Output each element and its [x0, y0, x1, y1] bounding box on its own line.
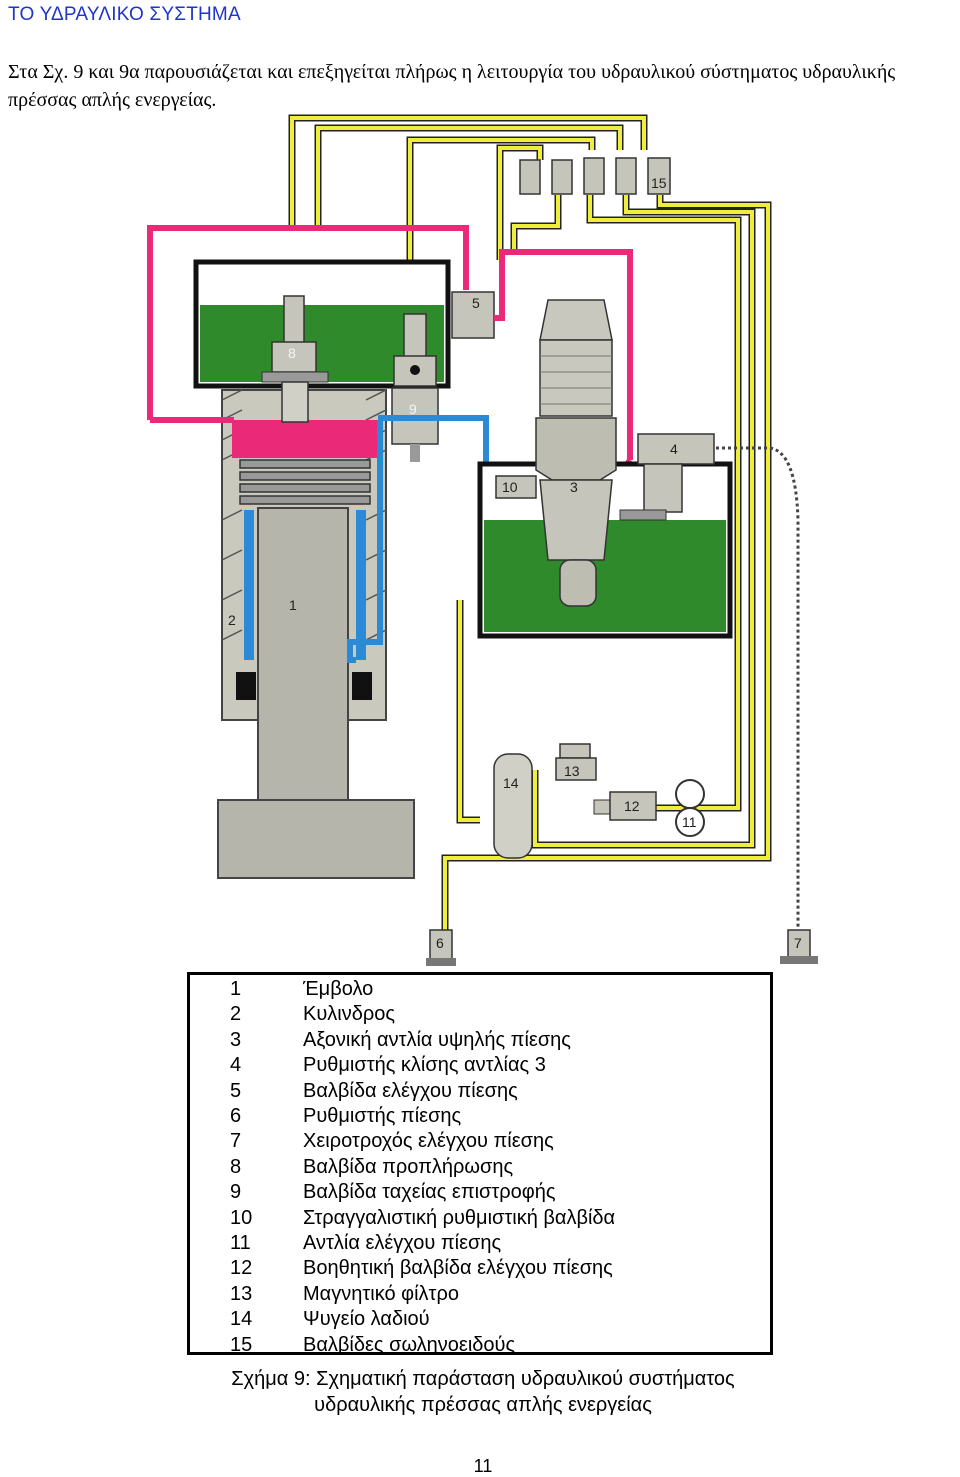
hydraulic-press-diagram: 1 2 8 9 5 15: [147, 114, 818, 966]
handwheel-7: 7: [780, 929, 818, 964]
legend-text: Βαλβίδες σωληνοειδούς: [303, 1333, 516, 1356]
solenoid-valves-15: [519, 157, 671, 195]
legend-number: 12: [230, 1257, 253, 1280]
legend-text: Βαλβίδα ελέγχου πίεσης: [303, 1079, 518, 1102]
svg-text:2: 2: [228, 612, 236, 628]
svg-text:3: 3: [570, 479, 578, 495]
legend-text: Έμβολο: [303, 978, 374, 1000]
legend-text: Ψυγείο λαδιού: [303, 1308, 430, 1331]
piston-1: 1 2: [217, 507, 415, 879]
legend-number: 4: [230, 1054, 242, 1077]
magnetic-filter-13: 13: [555, 743, 597, 781]
prefill-valve-8: 8: [261, 295, 329, 423]
parts-legend: 1 Έμβολο 2 Κυλινδρος 3 Αξονική αντλία υψηλή…: [187, 972, 773, 1356]
legend-number: 3: [230, 1028, 242, 1051]
legend-text: Ρυθμιστής πίεσης: [303, 1105, 462, 1127]
legend-text: Βαλβίδα ταχείας επιστροφής: [303, 1181, 556, 1204]
legend-text: Κυλινδρος: [303, 1003, 395, 1026]
pressure-control-valve-5: 5: [451, 291, 495, 339]
tilt-regulator-4: 4: [619, 433, 715, 521]
legend-number: 2: [230, 1003, 242, 1026]
svg-text:15: 15: [651, 175, 667, 191]
svg-text:13: 13: [564, 763, 580, 779]
svg-text:4: 4: [670, 441, 678, 457]
caption-line-2: υδραυλικής πρέσσας απλής ενεργείας: [314, 1394, 652, 1416]
intro-paragraph: Στα Σχ. 9 και 9α παρουσιάζεται και επεξη…: [8, 61, 896, 111]
legend-text: Βαλβίδα προπλήρωσης: [303, 1155, 514, 1178]
svg-text:11: 11: [682, 814, 697, 830]
svg-text:7: 7: [794, 935, 802, 951]
control-lines-fill: [290, 116, 770, 930]
legend-number: 1: [230, 978, 242, 1000]
svg-text:8: 8: [288, 345, 296, 361]
legend-number: 15: [230, 1333, 253, 1356]
legend-number: 11: [230, 1232, 251, 1254]
legend-number: 7: [230, 1130, 242, 1153]
legend-number: 6: [230, 1105, 242, 1127]
svg-text:9: 9: [409, 401, 417, 417]
oil-cooler-14: 14: [493, 753, 533, 859]
figure-caption: Σχήμα 9: Σχηματική παράσταση υδραυλικού …: [0, 1366, 960, 1418]
aux-valve-12: 12: [593, 791, 657, 821]
page-number: 11: [473, 1456, 493, 1476]
legend-text: Βοηθητική βαλβίδα ελέγχου πίεσης: [303, 1257, 613, 1280]
legend-number: 9: [230, 1181, 242, 1204]
throttle-valve-10: 10: [495, 475, 537, 499]
legend-number: 5: [230, 1079, 242, 1102]
svg-text:12: 12: [624, 798, 640, 814]
legend-number: 14: [230, 1308, 253, 1331]
pressure-regulator-6: 6: [426, 929, 456, 966]
control-cable: [716, 446, 800, 930]
legend-number: 10: [230, 1206, 253, 1229]
legend-text: Στραγγαλιστική ρυθμιστική βαλβίδα: [303, 1206, 616, 1229]
svg-text:14: 14: [503, 775, 519, 791]
page-heading: ΤΟ ΥΔΡΑΥΛΙΚΟ ΣΥΣΤΗΜΑ: [8, 4, 241, 25]
legend-text: Χειροτροχός ελέγχου πίεσης: [303, 1130, 554, 1153]
legend-number: 8: [230, 1155, 242, 1178]
legend-text: Αντλία ελέγχου πίεσης: [303, 1232, 502, 1254]
svg-text:6: 6: [436, 935, 444, 951]
legend-text: Ρυθμιστής κλίσης αντλίας 3: [303, 1054, 546, 1077]
legend-text: Αξονική αντλία υψηλής πίεσης: [303, 1028, 571, 1051]
axial-pump-3: 3: [535, 299, 617, 607]
caption-line-1: Σχήμα 9: Σχηματική παράσταση υδραυλικού …: [231, 1368, 735, 1390]
control-pump-11: [675, 779, 705, 837]
legend-text: Μαγνητικό φίλτρο: [303, 1282, 459, 1305]
svg-text:1: 1: [289, 597, 297, 613]
svg-text:10: 10: [502, 479, 518, 495]
svg-text:5: 5: [472, 295, 480, 311]
legend-number: 13: [230, 1282, 253, 1305]
